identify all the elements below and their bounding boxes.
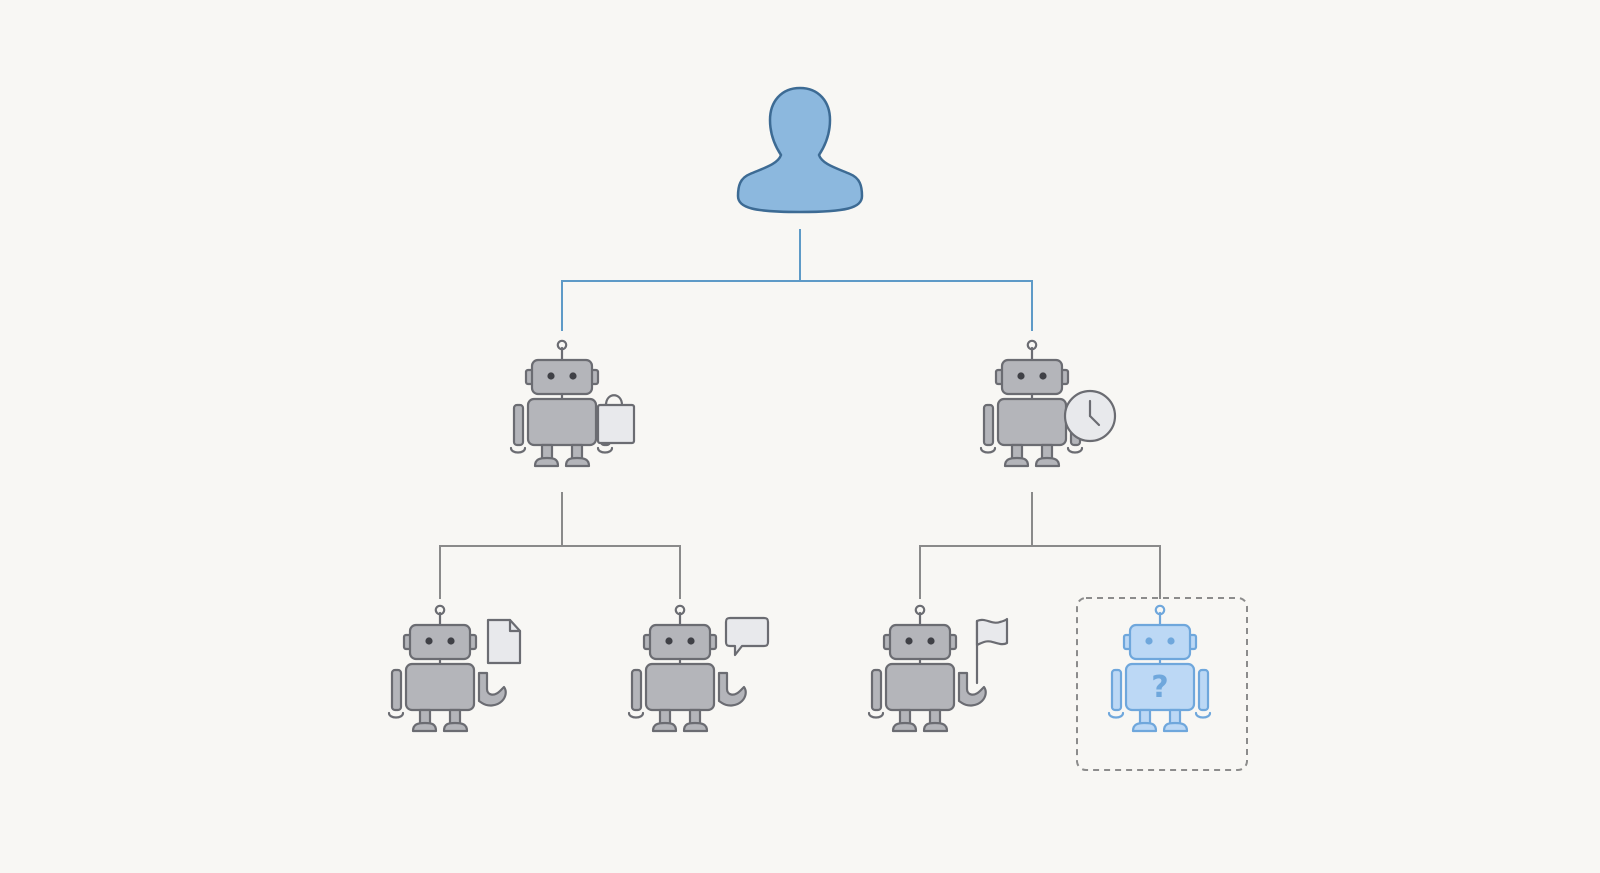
robot-claw-left — [627, 711, 645, 719]
shopping-bag-icon — [596, 403, 636, 445]
robot-claw-left — [1107, 711, 1125, 719]
robot-arm-right — [1197, 668, 1210, 712]
robot-eye-right — [687, 637, 695, 645]
robot-claw-left — [509, 446, 527, 454]
robot-foot-left — [891, 721, 918, 733]
robot-arm-right-raised — [957, 671, 987, 707]
placeholder-dashed-outline — [1076, 597, 1248, 771]
document-fold — [508, 618, 522, 633]
robot-foot-right — [682, 721, 709, 733]
robot-head — [530, 358, 594, 396]
connector-manager-left — [439, 492, 681, 599]
robot-head — [888, 623, 952, 661]
robot-leg-right — [1040, 443, 1054, 461]
person-icon — [736, 86, 864, 214]
robot-arm-left — [390, 668, 403, 712]
robot-antenna-tip — [556, 339, 568, 351]
robot-eye-left — [1017, 372, 1025, 380]
robot-leg-left — [1010, 443, 1024, 461]
robot-body — [884, 662, 956, 712]
robot-claw-left — [387, 711, 405, 719]
flag-icon — [975, 617, 1009, 647]
robot-antenna-tip — [1154, 604, 1166, 616]
robot-body — [996, 397, 1068, 447]
robot-manager-left — [509, 339, 636, 468]
connector-lines — [439, 229, 1161, 599]
robot-eye-right — [447, 637, 455, 645]
robot-antenna-tip — [434, 604, 446, 616]
robot-foot-right — [564, 456, 591, 468]
robot-foot-left — [1003, 456, 1030, 468]
robot-antenna-tip — [674, 604, 686, 616]
shopping-bag-handle — [604, 394, 624, 407]
robot-eye-right — [1039, 372, 1047, 380]
robot-eye-right — [927, 637, 935, 645]
robot-arm-left — [1110, 668, 1123, 712]
robot-claw-right — [596, 446, 614, 454]
robot-body — [526, 397, 598, 447]
robot-body — [404, 662, 476, 712]
connector-manager-right — [919, 492, 1161, 599]
robot-head — [648, 623, 712, 661]
robot-worker-2 — [627, 604, 770, 733]
robot-eye-right — [569, 372, 577, 380]
robot-body — [1124, 662, 1196, 712]
connector-human — [561, 229, 1033, 331]
robot-arm-right-raised — [717, 671, 747, 707]
robot-claw-left — [979, 446, 997, 454]
robot-arm-left — [982, 403, 995, 447]
robot-head — [1128, 623, 1192, 661]
robot-head — [1000, 358, 1064, 396]
robot-arm-left — [870, 668, 883, 712]
robot-eye-left — [665, 637, 673, 645]
robot-eye-left — [547, 372, 555, 380]
robot-foot-right — [922, 721, 949, 733]
question-mark-icon: ? — [1151, 670, 1168, 705]
robot-arm-left — [630, 668, 643, 712]
robot-foot-left — [533, 456, 560, 468]
person-silhouette — [736, 86, 864, 214]
document-icon — [486, 618, 522, 665]
robot-worker-1 — [387, 604, 522, 733]
robot-leg-right — [570, 443, 584, 461]
clock-icon — [1063, 389, 1117, 443]
robot-claw-right — [1194, 711, 1212, 719]
robot-arm-right-raised — [477, 671, 507, 707]
robot-foot-right — [1034, 456, 1061, 468]
robot-eye-left — [905, 637, 913, 645]
robot-worker-4: ? — [1107, 604, 1212, 733]
clock-hand-hour — [1088, 414, 1101, 427]
robot-arm-left — [512, 403, 525, 447]
robot-leg-left — [540, 443, 554, 461]
robot-foot-left — [651, 721, 678, 733]
robot-claw-right — [1066, 446, 1084, 454]
robot-eye-right — [1167, 637, 1175, 645]
robot-head — [408, 623, 472, 661]
chat-bubble-icon — [724, 616, 770, 657]
robot-worker-3 — [867, 604, 1009, 733]
robot-antenna-tip — [914, 604, 926, 616]
diagram-nodes: ? — [387, 86, 1212, 733]
robot-claw-left — [867, 711, 885, 719]
robot-foot-right — [1162, 721, 1189, 733]
robot-foot-right — [442, 721, 469, 733]
robot-body — [644, 662, 716, 712]
robot-antenna-tip — [1026, 339, 1038, 351]
robot-foot-left — [1131, 721, 1158, 733]
robot-manager-right — [979, 339, 1117, 468]
robot-foot-left — [411, 721, 438, 733]
robot-eye-left — [425, 637, 433, 645]
robot-eye-left — [1145, 637, 1153, 645]
